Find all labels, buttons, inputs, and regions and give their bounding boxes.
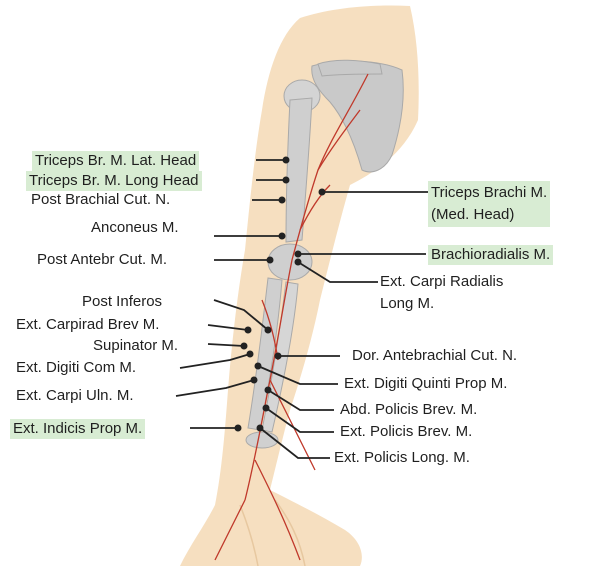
- label-triceps-med-line1: Triceps Brachi M.: [431, 182, 547, 204]
- label-ext-policis-brev: Ext. Policis Brev. M.: [340, 423, 472, 441]
- label-ext-indicis-prop: Ext. Indicis Prop M.: [10, 419, 145, 439]
- label-ext-carpi-radialis-long: Ext. Carpi Radialis Long M.: [380, 271, 503, 315]
- label-ext-digiti-com: Ext. Digiti Com M.: [16, 359, 136, 377]
- label-post-inferos: Post Inferos: [82, 293, 162, 311]
- label-anconeus: Anconeus M.: [91, 219, 179, 237]
- label-triceps-lat-head: Triceps Br. M. Lat. Head: [32, 151, 199, 171]
- label-ext-carpirad-brev: Ext. Carpirad Brev M.: [16, 316, 159, 334]
- label-dor-antebrachial-cut: Dor. Antebrachial Cut. N.: [352, 347, 517, 365]
- elbow-joint: [268, 244, 312, 280]
- label-triceps-med-head: Triceps Brachi M. (Med. Head): [428, 181, 550, 227]
- label-ext-policis-long: Ext. Policis Long. M.: [334, 449, 470, 467]
- label-post-brachial-cut: Post Brachial Cut. N.: [31, 191, 170, 209]
- label-post-antebr-cut: Post Antebr Cut. M.: [37, 251, 167, 269]
- label-ext-carpi-uln: Ext. Carpi Uln. M.: [16, 387, 134, 405]
- label-ext-digiti-quinti: Ext. Digiti Quinti Prop M.: [344, 375, 507, 393]
- label-ext-carpi-rad-line1: Ext. Carpi Radialis: [380, 271, 503, 293]
- label-abd-policis-brev: Abd. Policis Brev. M.: [340, 401, 477, 419]
- wrist-bones: [246, 432, 278, 448]
- label-triceps-long-head: Triceps Br. M. Long Head: [26, 171, 202, 191]
- label-triceps-med-line2: (Med. Head): [431, 204, 547, 226]
- label-ext-carpi-rad-line2: Long M.: [380, 293, 503, 315]
- label-brachioradialis: Brachioradialis M.: [428, 245, 553, 265]
- clavicle-bone: [318, 60, 382, 76]
- label-supinator: Supinator M.: [93, 337, 178, 355]
